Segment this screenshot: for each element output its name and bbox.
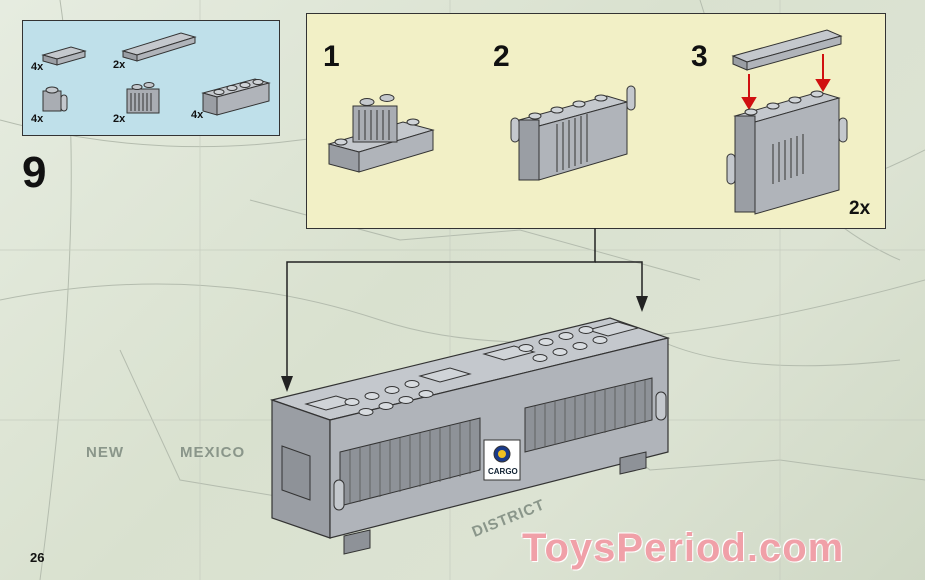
qty-plate-1x6: 2x (113, 59, 126, 71)
substep-3-assembly (726, 29, 848, 215)
plate-1x6-icon (121, 32, 197, 62)
substep-illustrations (327, 29, 848, 215)
cargo-sticker-text: CARGO (488, 467, 518, 476)
parts-illustrations (41, 32, 271, 116)
substep-multiplier: 2x (849, 198, 871, 219)
plate-1x2-icon (41, 46, 87, 66)
substeps-callout: 1 2 3 2x (306, 13, 886, 229)
parts-list-panel: 4x 2x 4x 2x 4x (22, 20, 280, 136)
substep-3-number: 3 (691, 40, 708, 73)
map-label-mexico: MEXICO (180, 444, 246, 461)
substep-1-number: 1 (323, 40, 340, 73)
substep-2-number: 2 (493, 40, 510, 73)
cargo-container-model (269, 317, 671, 555)
step-number: 9 (22, 148, 47, 197)
page-number: 26 (30, 550, 45, 565)
brick-1x4-icon (201, 78, 271, 116)
qty-brick-clip: 4x (31, 113, 44, 125)
arrow-left-icon (281, 376, 293, 392)
qty-plate-1x2: 4x (31, 61, 44, 73)
qty-brick-1x4: 4x (191, 109, 204, 121)
watermark: ToysPeriod.com (522, 526, 845, 570)
brick-1x1-clip-icon (42, 86, 68, 112)
substep-1-assembly (327, 94, 435, 173)
arrow-right-icon (636, 296, 648, 312)
qty-grille-brick: 2x (113, 113, 126, 125)
substep-2-assembly (510, 85, 636, 181)
callout-connector (286, 228, 643, 378)
grille-brick-icon (126, 82, 160, 114)
map-label-new: NEW (86, 444, 124, 461)
